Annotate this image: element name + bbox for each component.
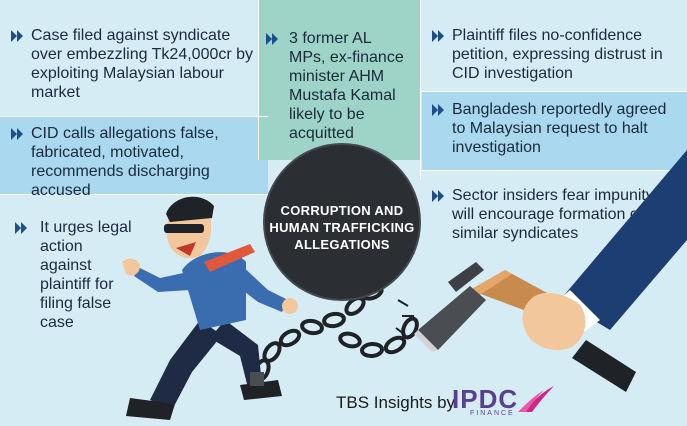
ball-title-line-1: CORRUPTION AND [280,203,404,218]
center-left-line [258,0,259,160]
ipdc-swoosh-icon [518,386,554,412]
chevron-bullet-icon [15,222,28,234]
left-item-3: It urges legal action against plaintiff … [40,219,132,331]
left-divider-2 [0,194,268,195]
ipdc-logo: IPDC FINANCE [452,384,556,420]
center-column-box [258,0,420,160]
axe-illustration [414,262,560,352]
ipdc-brand-sub: FINANCE [470,410,515,417]
ball-title-line-3: ALLEGATIONS [294,237,390,252]
right-divider-2 [422,170,687,171]
credit-text: TBS Insights by [336,393,456,412]
impact-lines [395,299,414,335]
left-item-1: Case filed against syndicate over embezz… [31,27,254,101]
chevron-bullet-icon [432,190,445,202]
center-item-1: 3 former AL MPs, ex-finance minister AHM… [289,30,404,142]
chevron-bullet-icon [432,30,445,42]
ball-and-chain-illustration [264,144,420,300]
center-right-line [420,0,421,180]
chevron-bullet-icon [266,33,279,45]
chevron-bullet-icon [432,104,445,116]
right-item-1: Plaintiff files no-confidence petition, … [452,27,663,82]
right-divider-1 [422,91,687,92]
left-divider-1 [0,116,268,117]
right-item-3: Sector insiders fear impunity will encou… [452,187,654,242]
chevron-bullet-icon [11,128,24,140]
ball-title-line-2: HUMAN TRAFFICKING [269,220,415,235]
left-item-2: CID calls allegations false, fabricated,… [31,125,219,199]
ipdc-brand: IPDC [452,384,519,414]
left-highlight-box [0,117,268,194]
right-item-2: Bangladesh reportedly agreed to Malaysia… [452,101,667,156]
chevron-bullet-icon [11,30,24,42]
running-thief-illustration [122,196,298,420]
right-highlight-box [422,92,687,170]
hand-illustration [522,150,687,392]
